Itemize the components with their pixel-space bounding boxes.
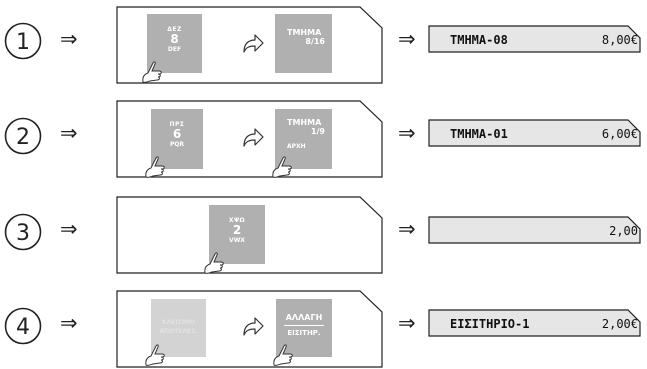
- arrow-icon: ⇒: [60, 311, 78, 335]
- display-label: ΤΜΗΜΑ-08: [450, 33, 508, 47]
- svg-text:2: 2: [16, 125, 30, 150]
- step-number-2: 2: [4, 117, 42, 155]
- display-readout: ΤΜΗΜΑ-08 8,00€: [450, 33, 638, 47]
- key-def-8[interactable]: ΔΕΖ 8 DEF: [147, 14, 202, 73]
- display-readout: ΕΙΣΙΤΗΡΙΟ-1 2,00€: [450, 317, 638, 331]
- step-row-2: 2 ⇒ ΠΡΣ 6 PQR ΤΜΗΜΑ 1/9 ΑΡΧΗ ⇒ ΤΜΗΜΑ-01 …: [0, 95, 647, 178]
- arrow-icon: ⇒: [60, 121, 78, 145]
- step-row-3: 3 ⇒ ΧΨΩ 2 VWX ⇒ 2,00: [0, 191, 647, 274]
- redo-arrow-icon: [243, 317, 264, 336]
- arrow-icon: ⇒: [398, 217, 416, 241]
- key-department[interactable]: ΤΜΗΜΑ 8/16: [275, 14, 332, 73]
- step-number-1: 1: [4, 22, 42, 60]
- hand-pointer-icon: [145, 156, 165, 178]
- display-frame: [428, 119, 641, 147]
- key-pqr-6[interactable]: ΠΡΣ 6 PQR: [151, 109, 203, 169]
- display-amount: 6,00€: [601, 127, 638, 141]
- svg-text:3: 3: [16, 221, 30, 246]
- arrow-icon: ⇒: [398, 311, 416, 335]
- hand-pointer-icon: [142, 61, 162, 83]
- display-readout: 2,00: [450, 224, 638, 238]
- display-frame: [428, 309, 641, 337]
- step-number-3: 3: [4, 213, 42, 251]
- key-close-results[interactable]: ΚΛΕΙΣΙΜΟ ΑΠΟΤΕΛΕΣ.: [151, 299, 206, 357]
- key-vwx-2[interactable]: ΧΨΩ 2 VWX: [209, 205, 265, 264]
- display-label: ΕΙΣΙΤΗΡΙΟ-1: [450, 317, 530, 331]
- redo-arrow-icon: [243, 128, 264, 147]
- arrow-icon: ⇒: [60, 27, 78, 51]
- display-amount: 2,00: [609, 224, 638, 238]
- display-label: ΤΜΗΜΑ-01: [450, 127, 508, 141]
- hand-pointer-icon: [273, 344, 293, 366]
- hand-pointer-icon: [272, 156, 292, 178]
- arrow-icon: ⇒: [398, 121, 416, 145]
- svg-text:4: 4: [16, 315, 30, 340]
- display-frame: [428, 216, 641, 244]
- display-readout: ΤΜΗΜΑ-01 6,00€: [450, 127, 638, 141]
- step-row-4: 4 ⇒ ΚΛΕΙΣΙΜΟ ΑΠΟΤΕΛΕΣ. ΑΛΛΑΓΗ ΕΙΣΙΤΗΡ. ⇒…: [0, 285, 647, 368]
- svg-text:1: 1: [16, 30, 30, 55]
- step-row-1: 1 ⇒ ΔΕΖ 8 DEF ΤΜΗΜΑ 8/16 ⇒ ΤΜΗΜΑ-08 8,00…: [0, 0, 647, 84]
- display-amount: 2,00€: [601, 317, 638, 331]
- display-amount: 8,00€: [601, 33, 638, 47]
- redo-arrow-icon: [243, 34, 264, 53]
- hand-pointer-icon: [204, 252, 224, 274]
- arrow-icon: ⇒: [398, 27, 416, 51]
- arrow-icon: ⇒: [60, 217, 78, 241]
- hand-pointer-icon: [145, 344, 165, 366]
- step-number-4: 4: [4, 307, 42, 345]
- display-frame: [428, 25, 641, 53]
